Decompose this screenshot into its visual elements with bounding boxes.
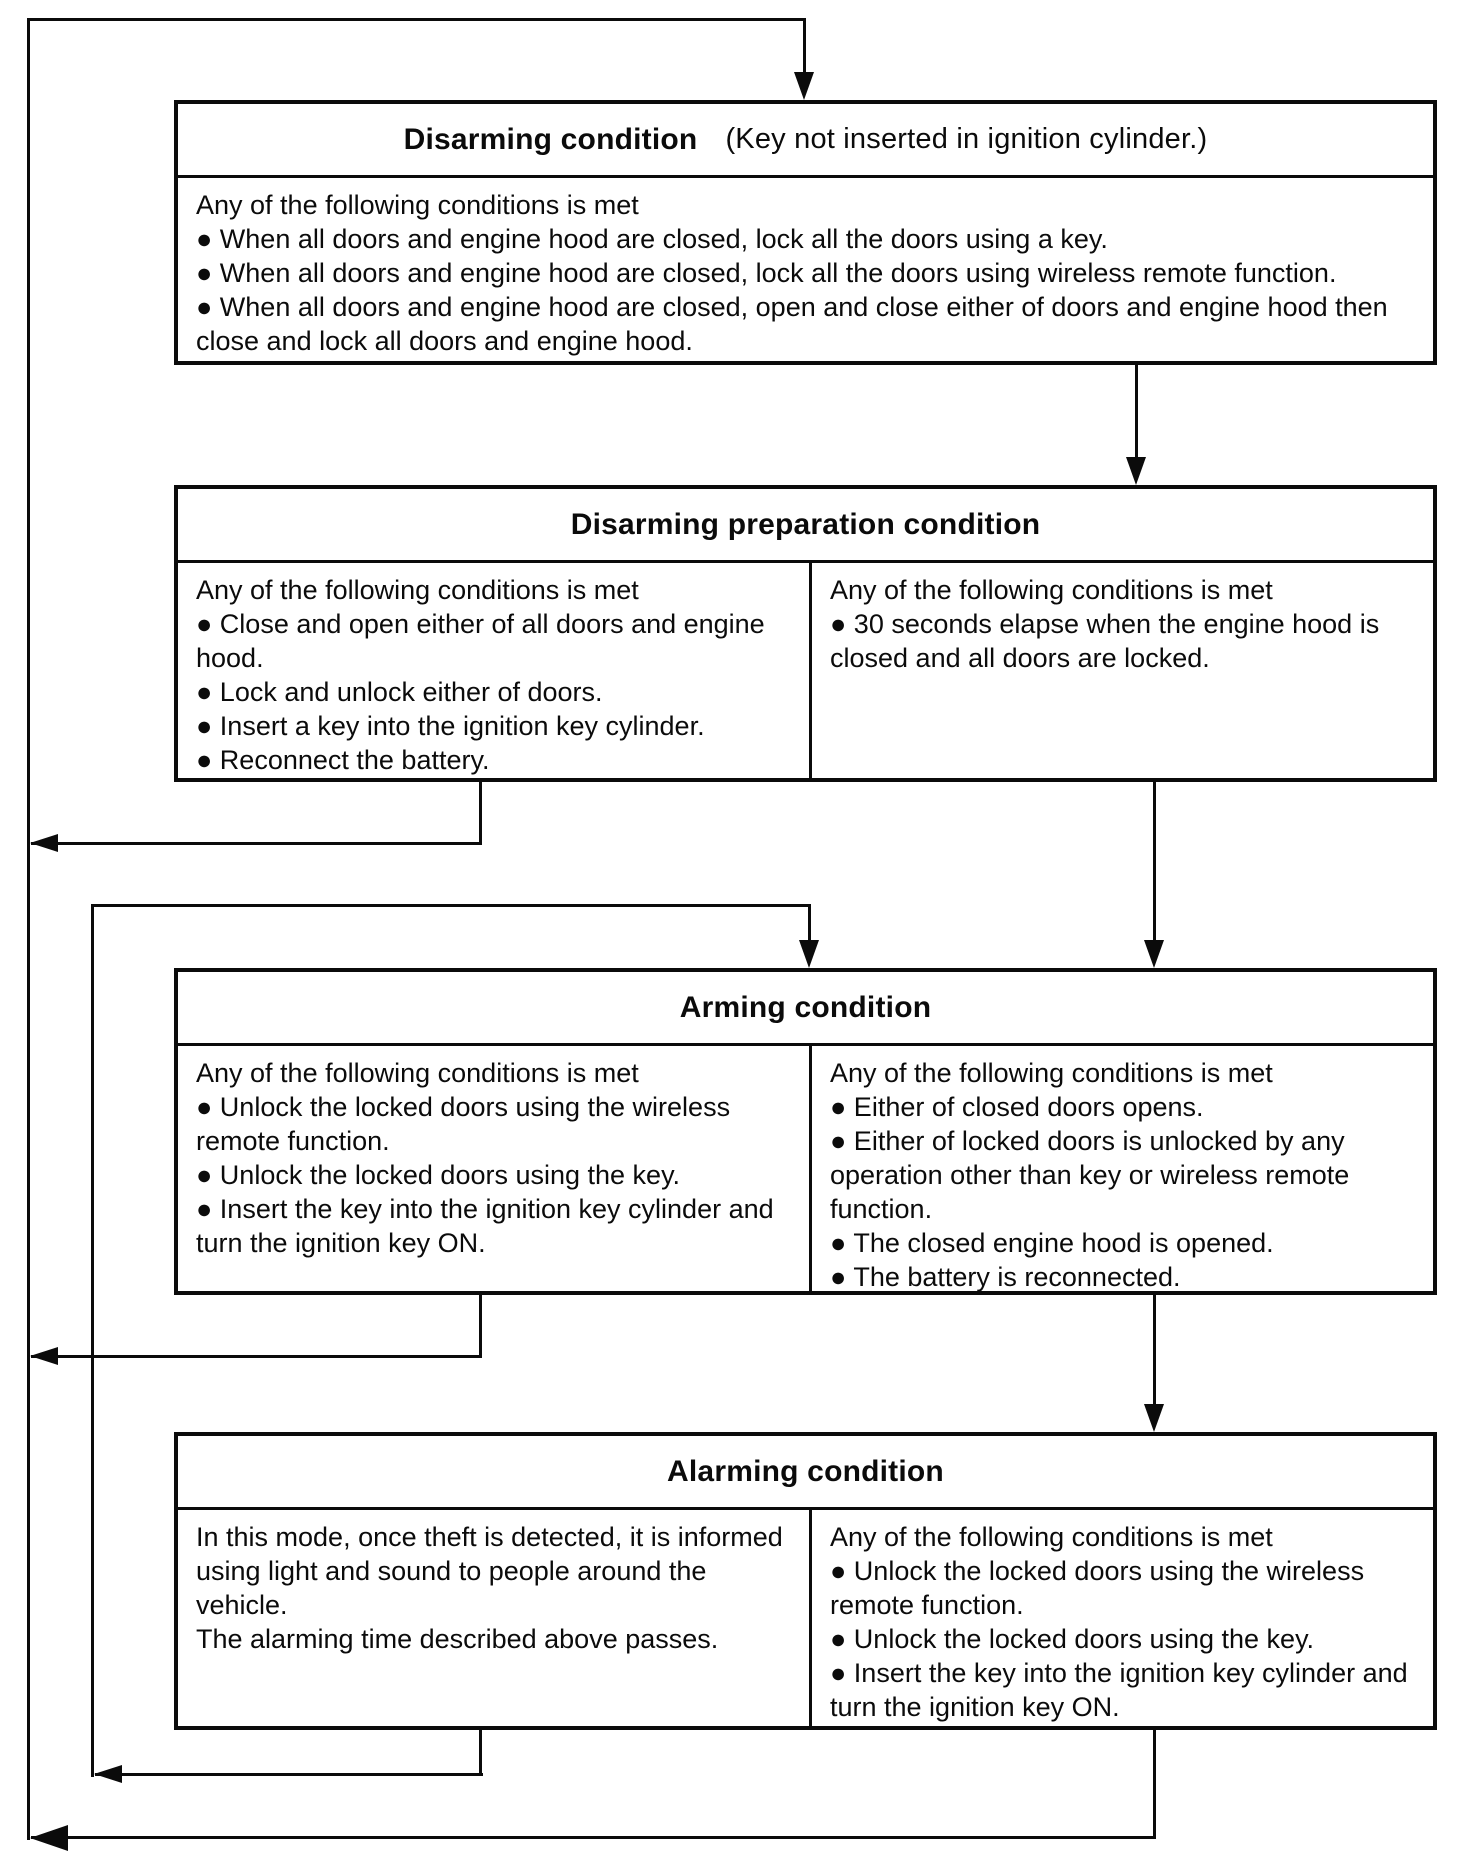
connector-preparation-to-return-vertical	[479, 782, 482, 845]
text-line: The alarming time described above passes…	[196, 1624, 719, 1654]
condition-list-left: Any of the following conditions is met ● …	[178, 563, 812, 778]
line-alarm-return-loop-vertical	[91, 904, 94, 1777]
text-line: Any of the following conditions is met	[196, 575, 639, 605]
box-arming-condition: Arming condition Any of the following co…	[174, 968, 1437, 1295]
line-outer-return-loop-vertical	[27, 18, 30, 1840]
box-disarming-title: Disarming condition (Key not inserted in…	[178, 104, 1433, 178]
text-line: ● Close and open either of all doors and…	[196, 609, 765, 673]
text-line: Any of the following conditions is met	[830, 575, 1273, 605]
connector-preparation-to-arming	[1153, 782, 1156, 942]
connector-preparation-to-return-horizontal	[31, 842, 481, 845]
arrow-into-alarming-box-icon	[1144, 1404, 1164, 1432]
text-line: ● Reconnect the battery.	[196, 745, 490, 775]
arrow-preparation-to-return-loop-icon	[30, 834, 58, 852]
arrow-alarming-to-return-loop-icon	[30, 1825, 68, 1851]
arrow-alarming-to-alarm-loop-icon	[94, 1765, 122, 1783]
connector-arming-to-return-horizontal	[31, 1355, 481, 1358]
condition-list-left: In this mode, once theft is detected, it…	[178, 1510, 812, 1726]
text-line: Any of the following conditions is met	[196, 190, 639, 220]
box-disarming-preparation-condition: Disarming preparation condition Any of t…	[174, 485, 1437, 782]
box-disarming-body: Any of the following conditions is met ● …	[178, 178, 1433, 361]
text-line: In this mode, once theft is detected, it…	[196, 1522, 783, 1620]
text-line: ● When all doors and engine hood are clo…	[196, 224, 1108, 254]
condition-list-right: Any of the following conditions is met ● …	[812, 563, 1433, 778]
condition-list-left: Any of the following conditions is met ● …	[178, 1046, 812, 1291]
text-line: ● Unlock the locked doors using the key.	[830, 1624, 1315, 1654]
condition-list-right: Any of the following conditions is met ● …	[812, 1510, 1433, 1726]
connector-alarming-to-return-horizontal	[31, 1836, 1156, 1839]
text-line: ● Insert the key into the ignition key c…	[196, 1194, 774, 1258]
text-line: ● 30 seconds elapse when the engine hood…	[830, 609, 1380, 673]
connector-disarming-to-preparation	[1135, 365, 1138, 460]
box-title-text: Alarming condition	[667, 1454, 944, 1488]
text-line: ● The battery is reconnected.	[830, 1262, 1181, 1292]
box-preparation-title: Disarming preparation condition	[178, 489, 1433, 563]
box-alarming-title: Alarming condition	[178, 1436, 1433, 1510]
arrow-into-arming-box-icon	[1144, 940, 1164, 968]
connector-arming-to-return-vertical	[479, 1295, 482, 1358]
connector-alarming-to-alarm-loop-vertical	[479, 1730, 482, 1776]
box-arming-title: Arming condition	[178, 972, 1433, 1046]
box-arming-body: Any of the following conditions is met ● …	[178, 1046, 1433, 1292]
box-title-text: Disarming preparation condition	[570, 507, 1041, 541]
line-alarm-loop-into-arming	[808, 904, 811, 942]
box-title-text: Arming condition	[679, 990, 932, 1024]
text-line: ● Either of locked doors is unlocked by …	[830, 1126, 1350, 1224]
text-line: ● Unlock the locked doors using the wire…	[196, 1092, 731, 1156]
text-line: ● Either of closed doors opens.	[830, 1092, 1204, 1122]
condition-list: Any of the following conditions is met ● …	[178, 178, 1433, 361]
text-line: Any of the following conditions is met	[830, 1058, 1273, 1088]
box-disarming-condition: Disarming condition (Key not inserted in…	[174, 100, 1437, 365]
text-line: ● Insert a key into the ignition key cyl…	[196, 711, 705, 741]
box-title-text: Disarming condition	[403, 122, 698, 156]
text-line: Any of the following conditions is met	[830, 1522, 1273, 1552]
box-alarming-condition: Alarming condition In this mode, once th…	[174, 1432, 1437, 1730]
text-line: ● When all doors and engine hood are clo…	[196, 258, 1337, 288]
connector-alarming-to-return-vertical	[1153, 1730, 1156, 1839]
text-line: ● Insert the key into the ignition key c…	[830, 1658, 1408, 1722]
arrow-arming-to-return-loop-icon	[30, 1347, 58, 1365]
connector-arming-to-alarming	[1153, 1295, 1156, 1405]
condition-list-right: Any of the following conditions is met ● …	[812, 1046, 1433, 1292]
line-into-disarming-box	[803, 18, 806, 76]
text-line: ● When all doors and engine hood are clo…	[196, 292, 1388, 356]
arrow-into-disarming-box-icon	[794, 72, 814, 100]
line-alarm-return-loop-horizontal	[91, 904, 811, 907]
text-line: ● Lock and unlock either of doors.	[196, 677, 603, 707]
box-title-note: (Key not inserted in ignition cylinder.)	[725, 123, 1208, 155]
text-line: Any of the following conditions is met	[196, 1058, 639, 1088]
text-line: ● Unlock the locked doors using the wire…	[830, 1556, 1365, 1620]
box-preparation-body: Any of the following conditions is met ● …	[178, 563, 1433, 778]
box-alarming-body: In this mode, once theft is detected, it…	[178, 1510, 1433, 1726]
line-outer-return-loop-top	[27, 18, 806, 21]
arrow-alarm-loop-into-arming-icon	[799, 940, 819, 968]
arrow-into-preparation-box-icon	[1126, 457, 1146, 485]
connector-alarming-to-alarm-loop-horizontal	[95, 1773, 483, 1776]
text-line: ● The closed engine hood is opened.	[830, 1228, 1274, 1258]
text-line: ● Unlock the locked doors using the key.	[196, 1160, 681, 1190]
